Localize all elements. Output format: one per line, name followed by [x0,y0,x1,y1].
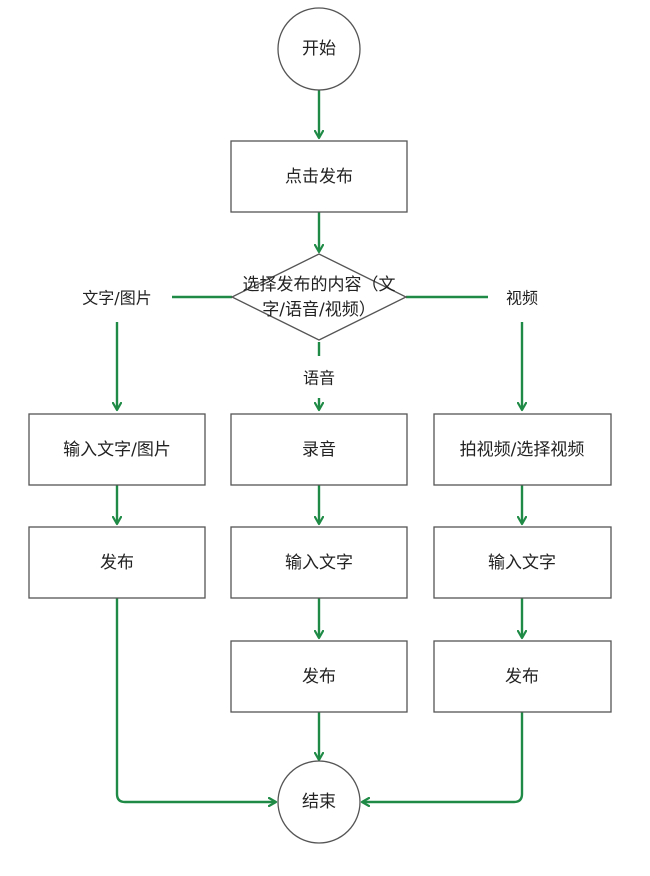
click-publish-node [230,140,408,213]
input-text-video-branch-node [433,526,612,599]
edge-labels: 文字/图片 视频 语音 [82,289,538,388]
shoot-choose-video-label: 拍视频/选择视频 [460,440,585,460]
input-text-image-label: 输入文字/图片 [63,440,171,460]
publish-text-branch-label: 发布 [100,553,134,573]
edges [117,90,522,802]
edge-video-publish-to-end [362,712,524,802]
click-publish-label: 点击发布 [285,167,353,187]
publish-text-branch-node [28,526,206,599]
publish-audio-branch-node [230,640,408,713]
end-node-label: 结束 [302,792,336,812]
end-node [277,760,361,844]
input-text-image-node [28,413,206,486]
edge-text-publish-to-end [115,598,276,802]
edge-label-video: 视频 [506,289,538,308]
start-node-label: 开始 [302,39,336,59]
input-text-video-branch-label: 输入文字 [488,553,556,573]
record-audio-node [230,413,408,486]
choose-content-label-line1: 选择发布的内容（文 [243,275,396,295]
input-text-audio-branch-label: 输入文字 [285,553,353,573]
choose-content-decision [230,253,408,341]
publish-audio-branch-label: 发布 [302,667,336,687]
start-node [277,7,361,91]
shoot-choose-video-node [433,413,612,486]
publish-video-branch-label: 发布 [505,667,539,687]
edge-label-audio: 语音 [303,369,335,388]
nodes: 开始 点击发布 选择发布的内容（文 字/语音/视频） 输入文字/图片 录音 拍视… [28,7,612,844]
publish-video-branch-node [433,640,612,713]
record-audio-label: 录音 [302,440,336,460]
edge-label-text-image: 文字/图片 [82,289,151,308]
input-text-audio-branch-node [230,526,408,599]
choose-content-label-line2: 字/语音/视频） [262,300,375,320]
